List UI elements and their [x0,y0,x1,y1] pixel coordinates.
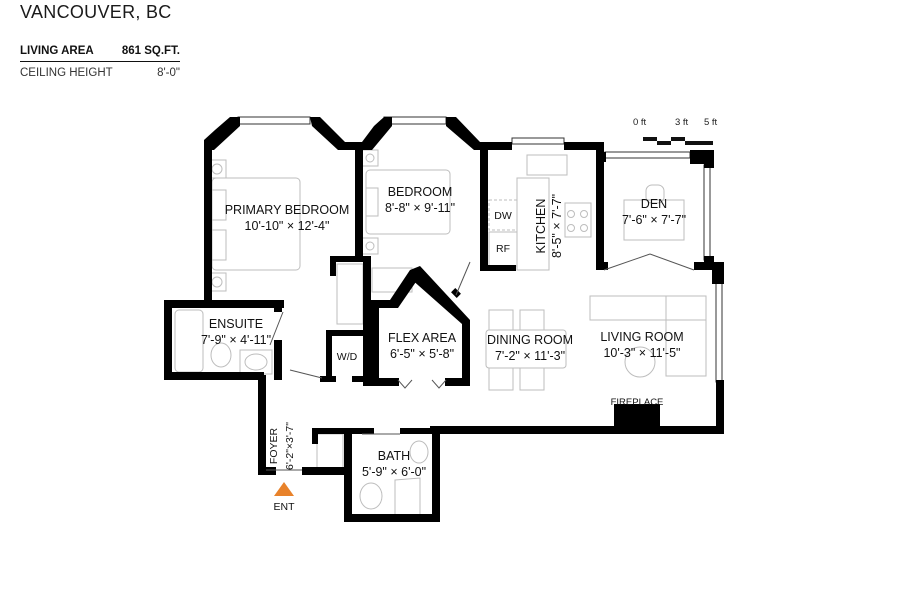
room-name: FOYER [268,427,280,465]
room-name: LIVING ROOM [600,330,684,344]
room-name: ENSUITE [208,317,264,331]
room-foyer: FOYER 6'-2"×3'-7" [266,406,298,486]
room-dims: 10'-3" × 11'-5" [603,346,681,360]
room-ensuite: ENSUITE 7'-9" × 4'-11" [196,316,276,348]
scale-label-5: 5 ft [704,117,718,128]
fixture-fireplace: FIREPLACE [610,397,664,408]
spec-label: CEILING HEIGHT [20,67,113,79]
room-primary-bedroom: PRIMARY BEDROOM 10'-10" × 12'-4" [222,202,352,234]
room-dims: 7'-9" × 4'-11" [200,333,272,347]
room-dims: 8'-5" × 7'-7" [550,193,564,259]
spec-living-area: LIVING AREA 861 SQ.FT. [20,45,180,57]
walls [164,117,724,522]
spec-value: 8'-0" [157,67,180,79]
room-dims: 7'-2" × 11'-3" [494,349,566,363]
city-title: VANCOUVER, BC [20,2,172,22]
footer-strip [0,600,910,606]
spec-label: LIVING AREA [20,45,94,57]
spec-ceiling-height: CEILING HEIGHT 8'-0" [20,67,180,79]
room-name: BATH [377,449,411,463]
fixture-dishwasher: DW [494,210,512,222]
room-dining-room: DINING ROOM 7'-2" × 11'-3" [480,332,580,364]
room-living-room: LIVING ROOM 10'-3" × 11'-5" [592,329,692,361]
fixture-washer-dryer: W/D [336,351,358,363]
entrance-label: ENT [273,501,295,513]
room-dims: 7'-6" × 7'-7" [621,213,687,227]
room-dims: 10'-10" × 12'-4" [244,219,330,233]
scale-label-0: 0 ft [633,117,647,128]
room-bedroom: BEDROOM 8'-8" × 9'-11" [372,184,468,216]
scale-bar [643,137,713,145]
room-dims: 6'-2"×3'-7" [284,422,296,470]
room-kitchen: KITCHEN 8'-5" × 7'-7" [533,171,565,281]
room-den: DEN 7'-6" × 7'-7" [604,196,704,228]
room-name: DINING ROOM [486,333,574,347]
room-name: BEDROOM [387,185,453,199]
room-name: KITCHEN [534,198,548,254]
room-name: PRIMARY BEDROOM [224,203,350,217]
room-bath: BATH 5'-9" × 6'-0" [354,448,434,480]
room-flex-area: FLEX AREA 6'-5" × 5'-8" [380,330,464,362]
room-dims: 6'-5" × 5'-8" [389,347,455,361]
entrance-marker [274,482,294,496]
room-dims: 5'-9" × 6'-0" [361,465,427,479]
room-name: FLEX AREA [387,331,457,345]
fixture-fridge: RF [496,243,510,255]
room-name: DEN [640,197,668,211]
scale-label-3: 3 ft [675,117,689,128]
doors [266,253,695,471]
spec-divider [20,61,180,62]
room-dims: 8'-8" × 9'-11" [384,201,456,215]
spec-value: 861 SQ.FT. [121,45,180,57]
